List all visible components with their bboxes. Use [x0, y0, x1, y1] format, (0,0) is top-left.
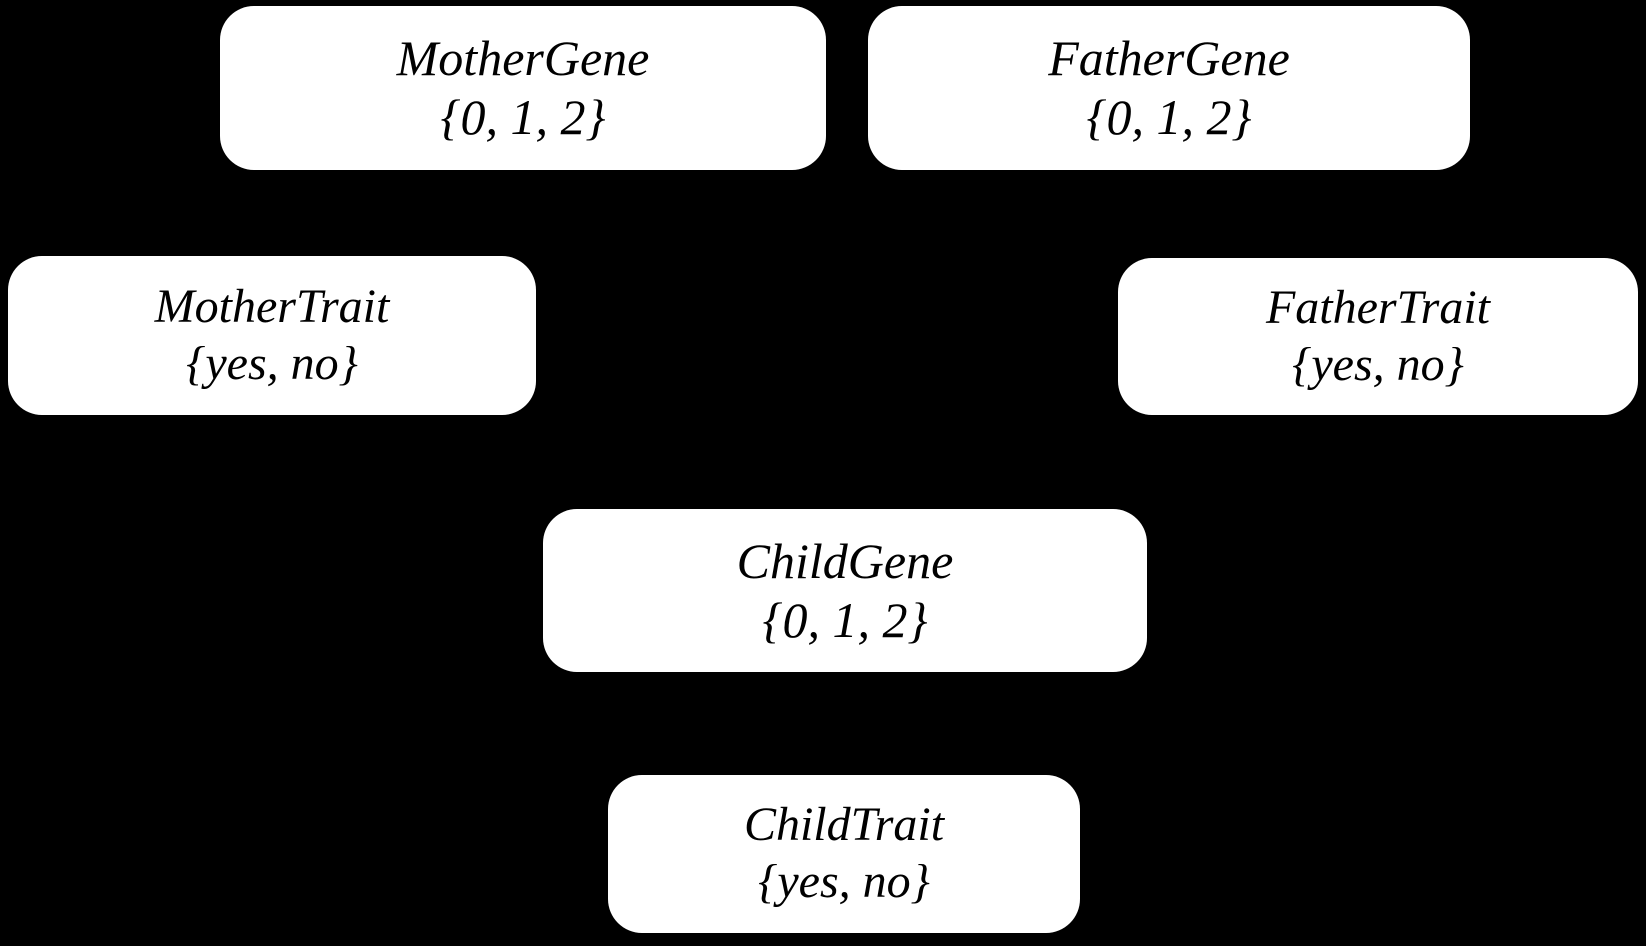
node-father-gene-domain: {0, 1, 2}: [1086, 89, 1252, 145]
node-child-trait-domain: {yes, no}: [758, 855, 930, 908]
node-father-trait-label: FatherTrait: [1265, 280, 1491, 334]
node-mother-gene[interactable]: MotherGene {0, 1, 2}: [220, 6, 826, 170]
node-mother-gene-domain: {0, 1, 2}: [440, 89, 606, 145]
node-mother-trait[interactable]: MotherTrait {yes, no}: [8, 256, 536, 415]
node-child-gene-label: ChildGene: [736, 532, 954, 589]
node-father-gene-label: FatherGene: [1048, 30, 1290, 86]
node-mother-trait-domain: {yes, no}: [186, 336, 358, 390]
node-mother-gene-label: MotherGene: [396, 30, 650, 86]
node-father-trait-domain: {yes, no}: [1292, 337, 1464, 391]
node-child-trait[interactable]: ChildTrait {yes, no}: [608, 775, 1080, 933]
node-father-trait[interactable]: FatherTrait {yes, no}: [1118, 258, 1638, 415]
node-mother-trait-label: MotherTrait: [154, 279, 390, 333]
node-child-gene-domain: {0, 1, 2}: [762, 591, 928, 648]
node-child-trait-label: ChildTrait: [743, 798, 945, 852]
node-child-gene[interactable]: ChildGene {0, 1, 2}: [543, 509, 1147, 672]
node-father-gene[interactable]: FatherGene {0, 1, 2}: [868, 6, 1470, 170]
